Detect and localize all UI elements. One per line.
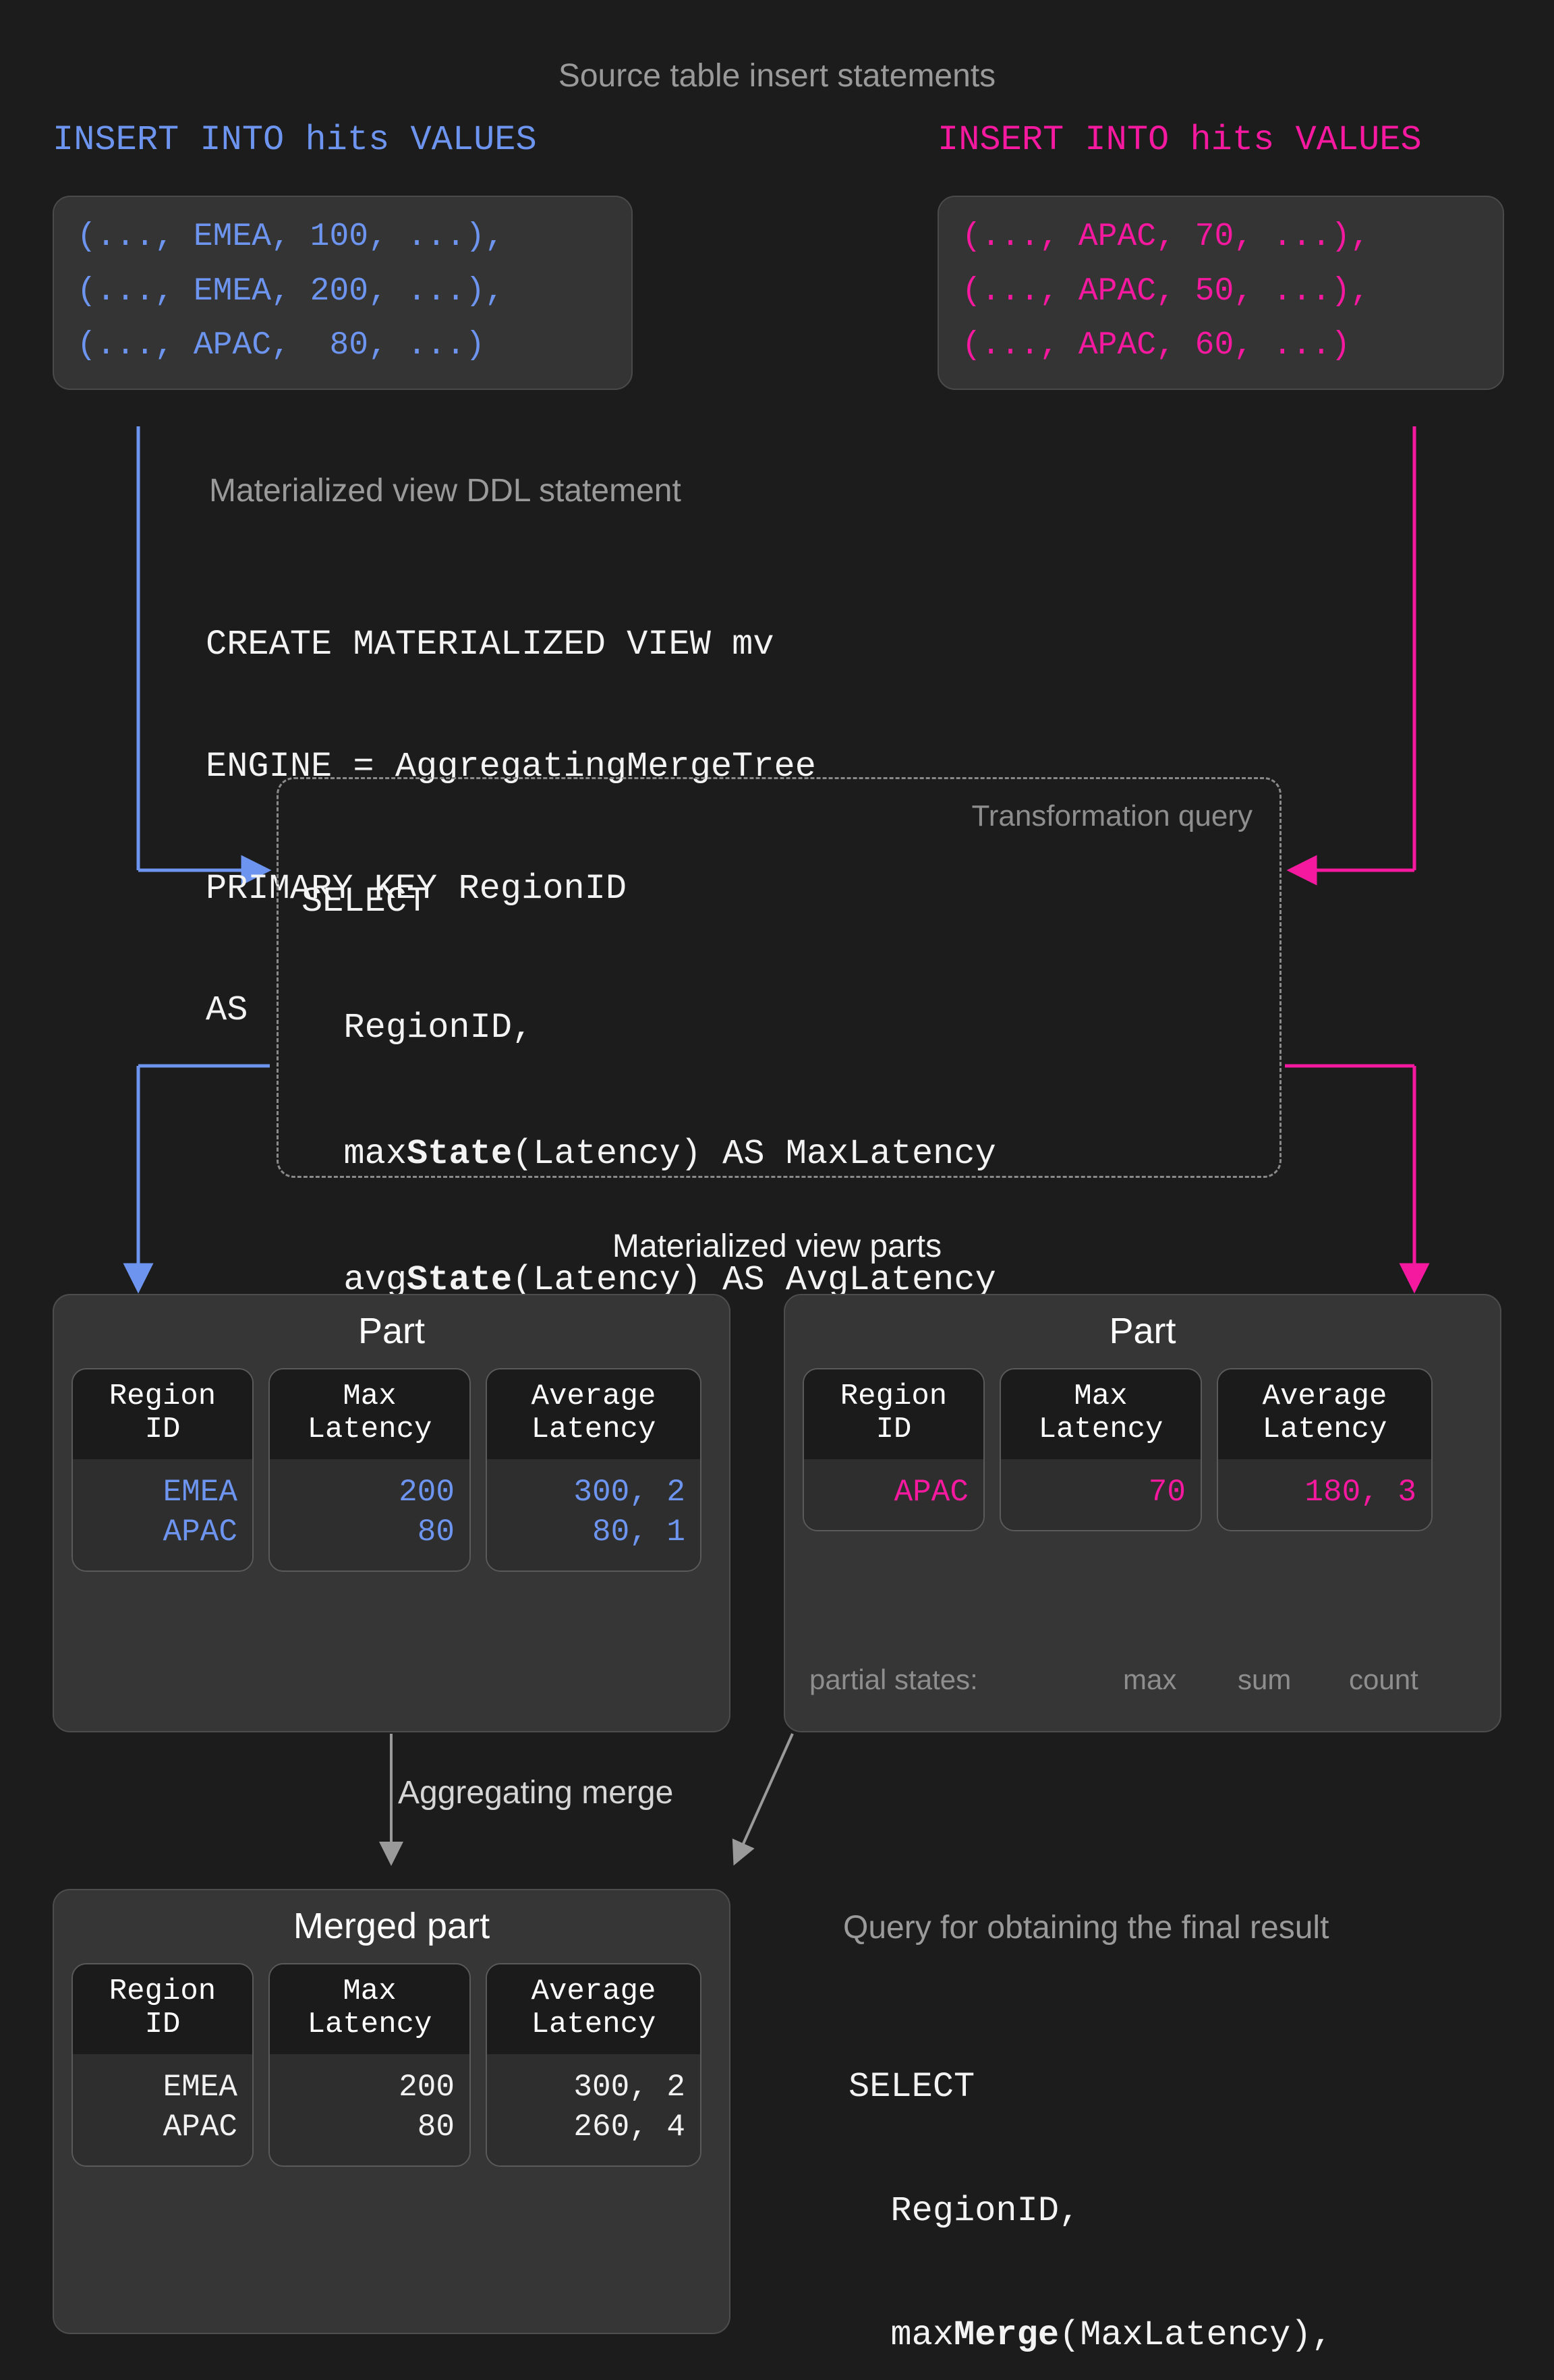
transformation-query-box: Transformation query SELECT RegionID, ma… xyxy=(277,777,1282,1553)
tq-line-regionid: RegionID, xyxy=(301,1007,534,1048)
ddl-line-4: AS xyxy=(206,990,248,1031)
column-max-latency: Max Latency 200 80 xyxy=(268,1963,471,2168)
mv-part-right-columns: Region ID APAC Max Latency 70 Average La… xyxy=(785,1352,1500,1532)
tq-max-pre: max xyxy=(301,1134,407,1174)
right-insert-header: INSERT INTO hits VALUES xyxy=(938,120,1422,160)
column-body-region-id: APAC xyxy=(804,1458,983,1531)
mv-ddl-code: CREATE MATERIALIZED VIEW mv ENGINE = Agg… xyxy=(206,543,816,1112)
column-header-average-latency: Average Latency xyxy=(487,1369,700,1459)
column-body-region-id: EMEA APAC xyxy=(73,2053,252,2166)
column-header-region-id: Region ID xyxy=(73,1369,252,1459)
mv-part-right-title: Part xyxy=(1109,1311,1176,1351)
column-header-max-latency: Max Latency xyxy=(1001,1369,1201,1459)
mv-part-left-title: Part xyxy=(357,1311,426,1351)
left-insert-values-box: (..., EMEA, 100, ...), (..., EMEA, 200, … xyxy=(53,196,633,390)
table-cell: 200 xyxy=(399,2069,455,2105)
column-max-latency: Max Latency 70 xyxy=(1000,1368,1202,1532)
partial-state-max: max xyxy=(1123,1664,1177,1695)
tq-avg-bold: State xyxy=(407,1260,513,1301)
table-cell: 300, 2 xyxy=(573,2069,685,2105)
column-header-max-latency: Max Latency xyxy=(270,1964,469,2054)
column-max-latency: Max Latency 200 80 xyxy=(268,1368,471,1572)
table-cell: APAC xyxy=(163,2109,237,2145)
table-cell: 80, 1 xyxy=(592,1514,685,1550)
column-header-region-id: Region ID xyxy=(804,1369,983,1459)
source-inserts-title: Source table insert statements xyxy=(558,58,996,94)
table-cell: EMEA xyxy=(163,2069,237,2105)
tq-line-maxstate: maxState(Latency) AS MaxLatency xyxy=(301,1133,1257,1175)
fq-line-regionid: RegionID, xyxy=(848,2190,1081,2231)
column-average-latency: Average Latency 300, 2 260, 4 xyxy=(486,1963,701,2168)
column-body-average-latency: 180, 3 xyxy=(1218,1458,1431,1531)
column-header-average-latency: Average Latency xyxy=(1218,1369,1431,1459)
right-insert-row-2: (..., APAC, 50, ...), xyxy=(962,273,1370,310)
right-insert-values-box: (..., APAC, 70, ...), (..., APAC, 50, ..… xyxy=(938,196,1504,390)
column-body-max-latency: 200 80 xyxy=(270,2053,469,2166)
column-body-region-id: EMEA APAC xyxy=(73,1458,252,1571)
tq-max-bold: State xyxy=(407,1134,513,1174)
right-insert-row-1: (..., APAC, 70, ...), xyxy=(962,219,1370,255)
table-cell: 200 xyxy=(399,1474,455,1510)
transformation-query-label: Transformation query xyxy=(971,799,1253,832)
table-cell: 260, 4 xyxy=(573,2109,685,2145)
column-header-max-latency: Max Latency xyxy=(270,1369,469,1459)
ddl-line-1: CREATE MATERIALIZED VIEW mv xyxy=(206,624,774,664)
merged-part: Merged part Region ID EMEA APAC Max Late… xyxy=(53,1889,730,2334)
left-insert-row-2: (..., EMEA, 200, ...), xyxy=(77,273,505,310)
table-cell: APAC xyxy=(894,1474,969,1510)
column-body-average-latency: 300, 2 260, 4 xyxy=(487,2053,700,2166)
table-cell: 180, 3 xyxy=(1304,1474,1416,1510)
merged-part-columns: Region ID EMEA APAC Max Latency 200 80 A… xyxy=(54,1947,729,2168)
tq-line-select: SELECT xyxy=(301,881,428,922)
table-cell: 80 xyxy=(417,1514,455,1550)
column-body-average-latency: 300, 2 80, 1 xyxy=(487,1458,700,1571)
column-header-region-id: Region ID xyxy=(73,1964,252,2054)
final-query-title: Query for obtaining the final result xyxy=(843,1910,1329,1946)
left-insert-row-3: (..., APAC, 80, ...) xyxy=(77,327,485,364)
left-insert-row-1: (..., EMEA, 100, ...), xyxy=(77,219,505,255)
tq-line-avgstate: avgState(Latency) AS AvgLatency xyxy=(301,1259,1257,1301)
mv-part-left: Part Region ID EMEA APAC Max Latency 200… xyxy=(53,1294,730,1732)
final-query-code: SELECT RegionID, maxMerge(MaxLatency), a… xyxy=(848,1983,1333,2380)
table-cell: EMEA xyxy=(163,1474,237,1510)
mv-parts-title: Materialized view parts xyxy=(612,1228,942,1264)
partial-states-label: partial states: xyxy=(809,1664,978,1695)
column-average-latency: Average Latency 300, 2 80, 1 xyxy=(486,1368,701,1572)
column-region-id: Region ID EMEA APAC xyxy=(71,1368,254,1572)
table-cell: 80 xyxy=(417,2109,455,2145)
merged-part-title: Merged part xyxy=(293,1906,490,1946)
partial-state-sum: sum xyxy=(1238,1664,1292,1695)
mv-ddl-title: Materialized view DDL statement xyxy=(209,473,681,509)
mv-part-left-columns: Region ID EMEA APAC Max Latency 200 80 A… xyxy=(54,1352,729,1572)
fq-line-select: SELECT xyxy=(848,2066,975,2107)
column-body-max-latency: 200 80 xyxy=(270,1458,469,1571)
tq-max-post: (Latency) AS MaxLatency xyxy=(512,1134,996,1174)
table-cell: APAC xyxy=(163,1514,237,1550)
column-header-average-latency: Average Latency xyxy=(487,1964,700,2054)
right-insert-row-3: (..., APAC, 60, ...) xyxy=(962,327,1351,364)
ddl-line-2: ENGINE = AggregatingMergeTree xyxy=(206,746,816,787)
aggregating-merge-label: Aggregating merge xyxy=(398,1775,674,1811)
fq-max-pre: max xyxy=(848,2315,954,2355)
column-average-latency: Average Latency 180, 3 xyxy=(1217,1368,1433,1532)
partial-state-count: count xyxy=(1349,1664,1418,1695)
column-region-id: Region ID APAC xyxy=(803,1368,985,1532)
fq-max-bold: Merge xyxy=(954,2315,1060,2355)
fq-max-post: (MaxLatency), xyxy=(1059,2315,1333,2355)
fq-line-maxmerge: maxMerge(MaxLatency), xyxy=(848,2315,1333,2356)
left-insert-header: INSERT INTO hits VALUES xyxy=(53,120,537,160)
tq-avg-pre: avg xyxy=(301,1260,407,1301)
table-cell: 70 xyxy=(1148,1474,1186,1510)
table-cell: 300, 2 xyxy=(573,1474,685,1510)
ddl-line-3: PRIMARY KEY RegionID xyxy=(206,868,627,909)
column-body-max-latency: 70 xyxy=(1001,1458,1201,1531)
column-region-id: Region ID EMEA APAC xyxy=(71,1963,254,2168)
mv-part-right: Part Region ID APAC Max Latency 70 Avera… xyxy=(784,1294,1501,1732)
tq-avg-post: (Latency) AS AvgLatency xyxy=(512,1260,996,1301)
